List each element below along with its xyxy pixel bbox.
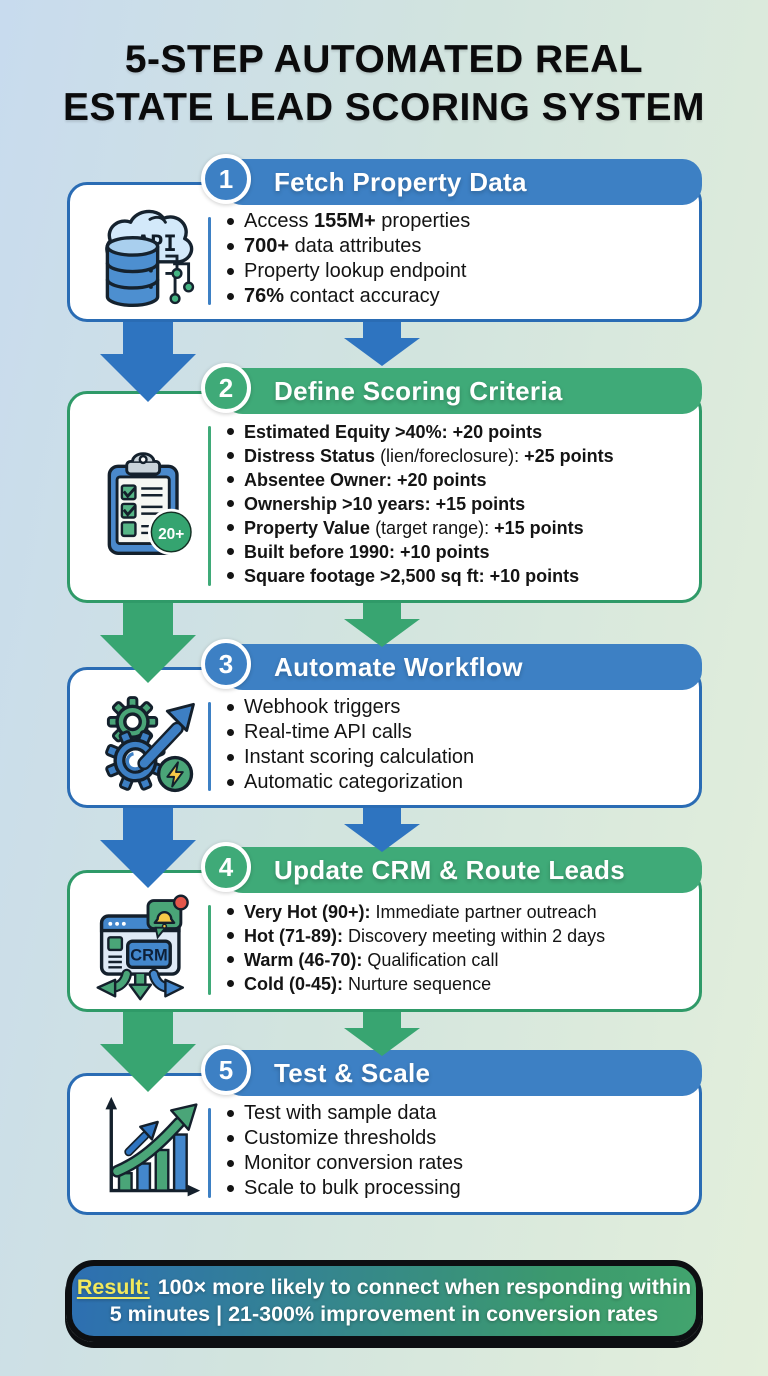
score-badge-label: 20+ [158,526,184,543]
result-text-line1: 100× more likely to connect when respond… [157,1274,692,1299]
card-divider [208,426,211,586]
bullet-item: Cold (0-45): Nurture sequence [222,972,691,996]
step-1-title: Fetch Property Data [274,166,527,197]
automation-gears-icon [90,686,206,802]
flow-arrow-down-left-1 [100,322,196,402]
step-4-header: Update CRM & Route Leads [220,847,702,893]
step-4-bullet-list: Very Hot (90+): Immediate partner outrea… [222,900,691,996]
bullet-item: Automatic categorization [222,770,691,795]
step-3-number-badge: 3 [201,639,251,689]
page-title: 5-STEP AUTOMATED REAL ESTATE LEAD SCORIN… [54,36,714,132]
flow-arrow-down-mid-3 [344,808,420,852]
step-card-5: 5 Test & Scale Test with sample da [67,1045,702,1215]
card-divider [208,217,211,305]
page-title-line1: 5-STEP AUTOMATED REAL [124,38,644,81]
bullet-item: Webhook triggers [222,695,691,720]
bullet-item: Square footage >2,500 sq ft: +10 points [222,564,691,588]
bullet-item: Monitor conversion rates [222,1151,691,1176]
step-2-header: Define Scoring Criteria [220,368,702,414]
crm-routing-icon: CRM [90,889,206,1005]
bullet-item: Property Value (target range): +15 point… [222,516,691,540]
step-3-title: Automate Workflow [274,651,523,682]
growth-chart-icon [90,1092,206,1208]
flow-arrow-down-left-2 [100,603,196,683]
bullet-item: Warm (46-70): Qualification call [222,948,691,972]
step-2-number-badge: 2 [201,363,251,413]
card-divider [208,1108,211,1198]
bullet-item: Customize thresholds [222,1126,691,1151]
step-5-number-badge: 5 [201,1045,251,1095]
step-5-header: Test & Scale [220,1050,702,1096]
flow-arrow-down-mid-4 [344,1012,420,1056]
bullet-item: 76% contact accuracy [222,284,691,309]
step-card-2: 2 Define Scoring Criteria 20+ [67,363,702,603]
card-divider [208,905,211,995]
card-divider [208,702,211,791]
bullet-item: Estimated Equity >40%: +20 points [222,420,691,444]
flow-arrow-down-left-4 [100,1012,196,1092]
bullet-item: Built before 1990: +10 points [222,540,691,564]
step-4-title: Update CRM & Route Leads [274,854,626,885]
bullet-item: Test with sample data [222,1101,691,1126]
result-label: Result: [76,1274,150,1299]
crm-icon-label: CRM [130,947,167,965]
result-line-1: Result: 100× more likely to connect when … [72,1274,696,1302]
step-1-header: Fetch Property Data [220,159,702,205]
bullet-item: Access 155M+ properties [222,209,691,234]
step-card-4: 4 Update CRM & Route Leads CRM [67,842,702,1012]
step-5-title: Test & Scale [274,1057,431,1088]
bullet-item: Distress Status (lien/foreclosure): +25 … [222,444,691,468]
bullet-item: Absentee Owner: +20 points [222,468,691,492]
step-4-number-badge: 4 [201,842,251,892]
step-card-3: 3 Automate Workflow [67,639,702,808]
step-2-title: Define Scoring Criteria [274,375,563,406]
bullet-item: 700+ data attributes [222,234,691,259]
flow-arrow-down-mid-2 [344,603,420,647]
bullet-item: Ownership >10 years: +15 points [222,492,691,516]
bullet-item: Property lookup endpoint [222,259,691,284]
bullet-item: Very Hot (90+): Immediate partner outrea… [222,900,691,924]
result-text-line2: 5 minutes | 21-300% improvement in conve… [109,1302,659,1326]
result-banner: Result: 100× more likely to connect when … [66,1260,702,1342]
bullet-item: Instant scoring calculation [222,745,691,770]
step-card-1: 1 Fetch Property Data API [67,154,702,322]
api-cloud-database-icon: API [90,200,206,316]
step-3-header: Automate Workflow [220,644,702,690]
flow-arrow-down-left-3 [100,808,196,888]
step-1-number-badge: 1 [201,154,251,204]
page-title-line2: ESTATE LEAD SCORING SYSTEM [62,86,706,129]
bullet-item: Hot (71-89): Discovery meeting within 2 … [222,924,691,948]
bullet-item: Real-time API calls [222,720,691,745]
scoring-checklist-icon: 20+ [90,445,206,561]
flow-arrow-down-mid-1 [344,322,420,366]
bullet-item: Scale to bulk processing [222,1176,691,1201]
